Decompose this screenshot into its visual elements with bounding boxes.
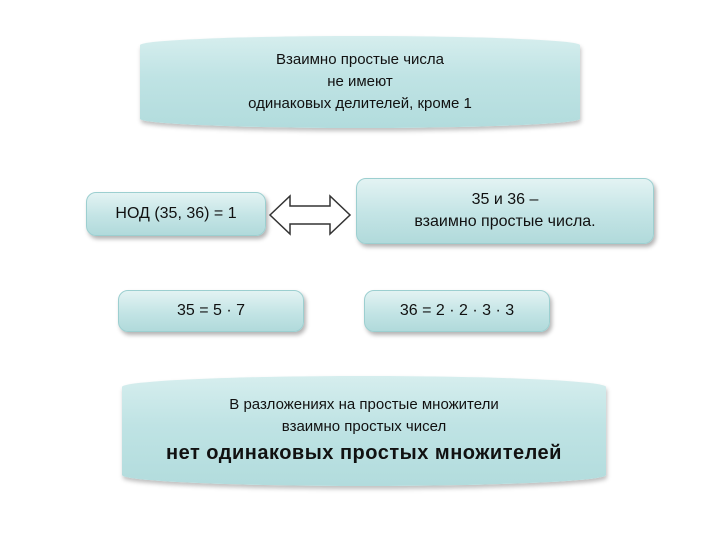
conclusion-line-1: В разложениях на простые множители — [229, 396, 499, 413]
double-arrow-icon — [268, 194, 352, 236]
conclusion-line-2: взаимно простых чисел — [281, 418, 447, 435]
conclusion-line-3: нет одинаковых простых множителей — [166, 442, 562, 464]
conclusion-scroll: В разложениях на простые множители взаим… — [122, 376, 606, 486]
definition-line-2: не имеют — [327, 73, 393, 90]
gcd-box: НОД (35, 36) = 1 — [86, 192, 266, 236]
gcd-text: НОД (35, 36) = 1 — [115, 205, 237, 222]
factorization-35-box: 35 = 5 · 7 — [118, 290, 304, 332]
factorization-35-text: 35 = 5 · 7 — [176, 302, 246, 319]
coprime-statement-box: 35 и 36 – взаимно простые числа. — [356, 178, 654, 244]
factorization-36-box: 36 = 2 · 2 · 3 · 3 — [364, 290, 550, 332]
factorization-36-text: 36 = 2 · 2 · 3 · 3 — [399, 302, 515, 319]
coprime-line-1: 35 и 36 – — [471, 191, 539, 208]
definition-line-1: Взаимно простые числа — [276, 51, 444, 68]
coprime-line-2: взаимно простые числа. — [414, 213, 596, 230]
definition-scroll: Взаимно простые числа не имеют одинаковы… — [140, 36, 580, 128]
definition-line-3: одинаковых делителей, кроме 1 — [248, 95, 472, 112]
